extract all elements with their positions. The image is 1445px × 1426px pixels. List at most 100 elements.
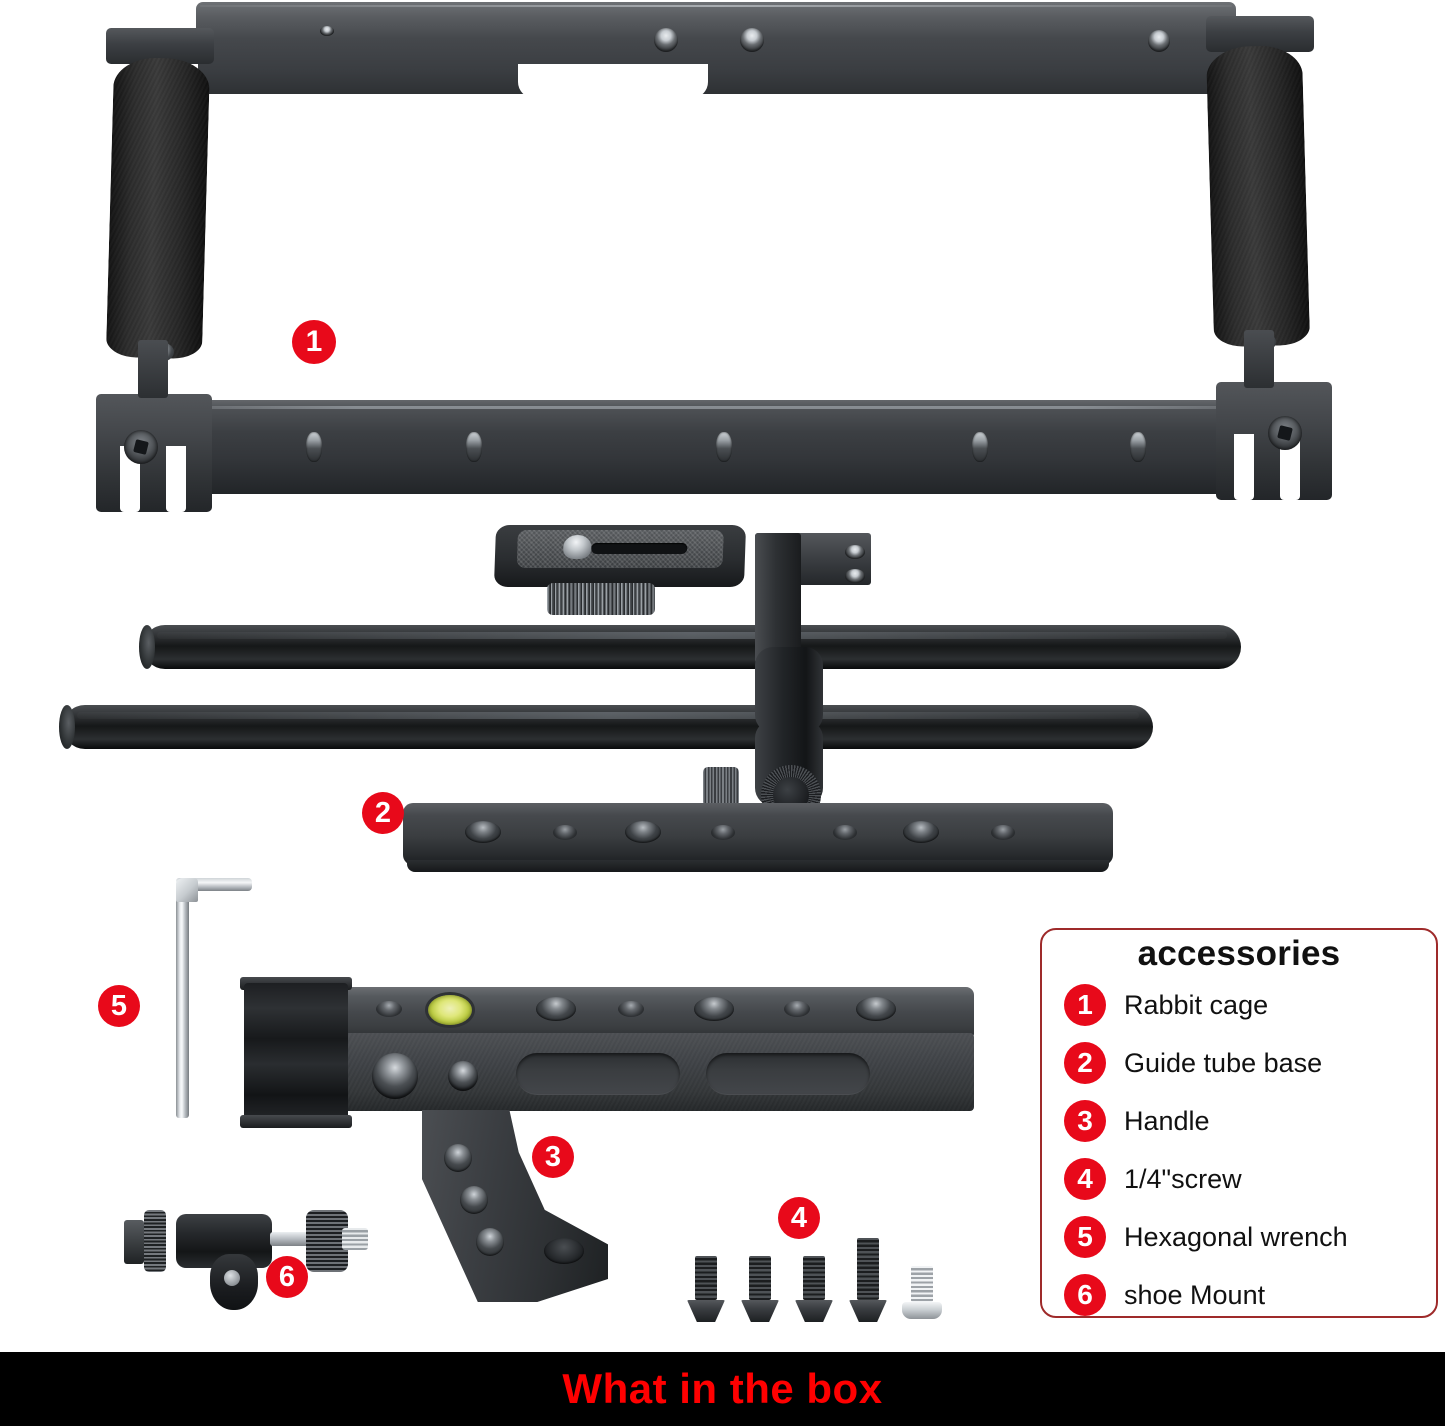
wrench-corner — [176, 878, 198, 902]
cage-bottom-hole — [716, 432, 732, 462]
handle-top-hole — [856, 997, 896, 1021]
legend-title: accessories — [1137, 934, 1341, 973]
cage-corner-bracket-right — [1216, 382, 1332, 500]
guide-rod-lower — [63, 705, 1153, 749]
tubebase-plate-edge — [407, 860, 1109, 872]
legend-label-5: Hexagonal wrench — [1124, 1221, 1348, 1252]
quick-release-slot — [591, 543, 688, 554]
handle-arm-hole — [444, 1144, 472, 1172]
legend-badge-6: 6 — [1064, 1274, 1106, 1316]
cage-bottom-hole — [1130, 432, 1146, 462]
legend-badge-2: 2 — [1064, 1042, 1106, 1084]
tubebase-arm-hole — [845, 545, 865, 559]
handle-arm-hole — [460, 1186, 488, 1214]
tubebase-vertical-arm — [755, 533, 801, 663]
handle-support-arm-body — [422, 1110, 608, 1302]
handle-grip-slot — [516, 1053, 680, 1095]
shoe-mount-knurled-ring — [144, 1210, 166, 1272]
callout-badge-5: 5 — [98, 985, 140, 1027]
cage-bottom-hole — [306, 432, 322, 462]
cage-top-hole — [1148, 30, 1170, 52]
part-hexagonal-wrench — [148, 872, 252, 1120]
part-guide-tube-base — [55, 515, 1241, 890]
tubebase-plate-hole — [833, 825, 857, 840]
banner-text: What in the box — [562, 1365, 883, 1412]
legend-label-2: Guide tube base — [1124, 1047, 1323, 1078]
callout-badge-4: 4 — [778, 1197, 820, 1239]
tubebase-plate-hole — [465, 821, 501, 843]
tubebase-arm-hole — [845, 569, 865, 583]
legend-item-shoe-mount: 6 shoe Mount — [1064, 1274, 1265, 1316]
cage-top-hole — [654, 28, 678, 52]
legend-item-rabbit-cage: 1 Rabbit cage — [1064, 984, 1268, 1026]
quick-release-knurled-knob — [547, 583, 655, 615]
quick-release-plate — [493, 525, 747, 587]
cage-foam-grip-left — [105, 56, 211, 360]
handle-support-arm — [422, 1110, 608, 1302]
legend-label-4: 1/4"screw — [1124, 1163, 1242, 1194]
legend-item-guide-tube-base: 2 Guide tube base — [1064, 1042, 1322, 1084]
shoe-mount-stud — [270, 1232, 316, 1246]
handle-top-hole — [618, 1001, 644, 1017]
tubebase-plate-hole — [625, 821, 661, 843]
handle-arm-hole — [476, 1228, 504, 1256]
legend-label-3: Handle — [1124, 1105, 1210, 1136]
legend-badge-5: 5 — [1064, 1216, 1106, 1258]
cage-corner-slot — [166, 446, 186, 512]
shoe-mount-foot-plate — [124, 1220, 144, 1264]
handle-front-hole — [372, 1053, 418, 1099]
cage-post-right — [1244, 330, 1274, 388]
legend-label-6: shoe Mount — [1124, 1279, 1266, 1310]
handle-top-hole — [784, 1001, 810, 1017]
part-rabbit-cage — [88, 2, 1338, 512]
legend-item-quarter-inch-screw: 4 1/4"screw — [1064, 1158, 1242, 1200]
guide-rod-cap-upper — [139, 625, 155, 669]
handle-top-hole — [694, 997, 734, 1021]
cage-top-bar — [196, 2, 1236, 94]
handle-arm-hole — [544, 1238, 584, 1264]
legend-badge-4: 4 — [1064, 1158, 1106, 1200]
part-handle — [236, 975, 976, 1315]
part-quarter-inch-screws — [687, 1228, 942, 1324]
tubebase-plate-hole — [903, 821, 939, 843]
handle-top-hole — [376, 1001, 402, 1017]
cage-bottom-bar — [110, 400, 1322, 494]
legend-badge-3: 3 — [1064, 1100, 1106, 1142]
tubebase-plate-hole — [991, 825, 1015, 840]
cage-bottom-hole — [972, 432, 988, 462]
cage-corner-screw — [124, 430, 158, 464]
legend-label-1: Rabbit cage — [1124, 989, 1269, 1020]
tubebase-plate-hole — [553, 825, 577, 840]
tubebase-plate — [403, 803, 1113, 865]
part-shoe-mount — [110, 1196, 370, 1326]
cage-corner-screw — [1268, 416, 1302, 450]
handle-cold-shoe-rail — [240, 1115, 352, 1128]
rod-clamp-upper — [755, 647, 823, 733]
guide-rod-upper — [143, 625, 1241, 669]
handle-grip-slot — [706, 1053, 870, 1095]
callout-badge-1: 1 — [292, 320, 336, 364]
bottom-banner: What in the box — [0, 1352, 1445, 1426]
cage-post-left — [138, 340, 168, 398]
tubebase-plate-hole — [711, 825, 735, 840]
shoe-mount-thread — [342, 1228, 368, 1250]
cage-foam-grip-right — [1205, 44, 1311, 348]
bubble-level-indicator — [428, 995, 472, 1025]
shoe-mount-lock-lever — [210, 1254, 258, 1310]
quick-release-screw — [562, 535, 592, 559]
callout-badge-6: 6 — [266, 1256, 308, 1298]
handle-top-hole — [536, 997, 576, 1021]
accessories-legend: accessories 1 Rabbit cage 2 Guide tube b… — [1040, 928, 1438, 1318]
wrench-long-arm — [176, 892, 189, 1118]
callout-badge-2: 2 — [362, 792, 404, 834]
legend-item-hexagonal-wrench: 5 Hexagonal wrench — [1064, 1216, 1348, 1258]
cage-corner-slot — [1234, 434, 1254, 500]
callout-badge-3: 3 — [532, 1136, 574, 1178]
legend-badge-1: 1 — [1064, 984, 1106, 1026]
handle-cold-shoe-mount — [244, 983, 348, 1123]
cage-corner-slot — [1280, 434, 1300, 500]
cage-top-center-dip — [518, 64, 708, 98]
legend-item-handle: 3 Handle — [1064, 1100, 1210, 1142]
cage-bottom-hole — [466, 432, 482, 462]
shoe-mount-knurled-knob — [306, 1210, 348, 1272]
